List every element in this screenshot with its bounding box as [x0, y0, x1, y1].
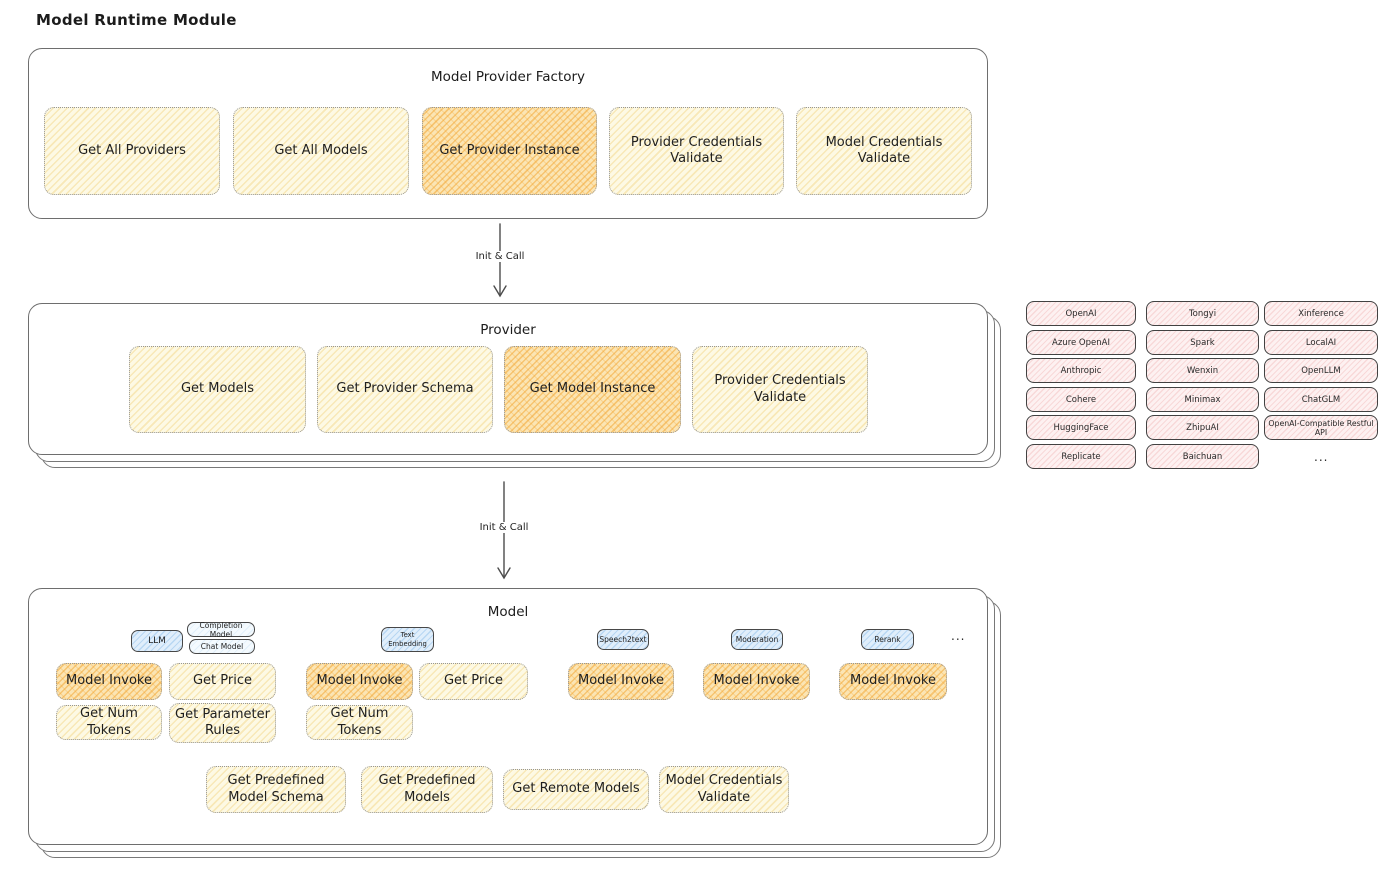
arrow-down-icon	[493, 223, 507, 298]
factory-title: Model Provider Factory	[430, 69, 586, 85]
tag-text-embedding: Text Embedding	[381, 627, 434, 652]
tag-llm: LLM	[131, 630, 183, 652]
provider-chip-anthropic: Anthropic	[1026, 358, 1136, 383]
provider-chip-tongyi: Tongyi	[1146, 301, 1259, 326]
provider-chip-wenxin: Wenxin	[1146, 358, 1259, 383]
provider-title: Provider	[480, 322, 536, 338]
provider-chip-xinference: Xinference	[1264, 301, 1378, 326]
provider-chip-azure-openai: Azure OpenAI	[1026, 330, 1136, 355]
factory-get-provider-instance: Get Provider Instance	[422, 107, 597, 195]
model-get-predefined-model-schema: Get Predefined Model Schema	[206, 766, 346, 813]
provider-chip-spark: Spark	[1146, 330, 1259, 355]
factory-get-all-models: Get All Models	[233, 107, 409, 195]
model-container: Model LLM Completion Model Chat Model Te…	[28, 588, 988, 845]
rerank-model-invoke: Model Invoke	[839, 663, 947, 700]
model-tags-more-ellipsis: ...	[951, 629, 966, 643]
provider-chip-zhipuai: ZhipuAI	[1146, 415, 1259, 440]
text-embedding-get-num-tokens: Get Num Tokens	[306, 705, 413, 740]
arrow-label-init-call-2: Init & Call	[475, 522, 533, 533]
tag-chat-model: Chat Model	[189, 639, 255, 654]
model-get-remote-models: Get Remote Models	[503, 769, 649, 810]
provider-provider-credentials-validate: Provider Credentials Validate	[692, 346, 868, 433]
provider-get-provider-schema: Get Provider Schema	[317, 346, 493, 433]
providers-more-ellipsis: ...	[1314, 450, 1329, 464]
tag-rerank: Rerank	[861, 629, 914, 650]
provider-chip-openai-compatible: OpenAI-Compatible Restful API	[1264, 415, 1378, 440]
factory-container: Model Provider Factory Get All Providers…	[28, 48, 988, 219]
provider-container: Provider Get Models Get Provider Schema …	[28, 303, 988, 455]
text-embedding-get-price: Get Price	[419, 663, 528, 700]
factory-model-credentials-validate: Model Credentials Validate	[796, 107, 972, 195]
provider-chip-replicate: Replicate	[1026, 444, 1136, 469]
provider-chip-openai: OpenAI	[1026, 301, 1136, 326]
llm-get-price: Get Price	[169, 663, 276, 700]
factory-provider-credentials-validate: Provider Credentials Validate	[609, 107, 784, 195]
provider-chip-localai: LocalAI	[1264, 330, 1378, 355]
arrow-label-init-call-1: Init & Call	[471, 251, 529, 262]
diagram-title: Model Runtime Module	[36, 11, 237, 29]
model-title: Model	[487, 604, 529, 620]
llm-model-invoke: Model Invoke	[56, 663, 162, 700]
tag-moderation: Moderation	[731, 629, 783, 650]
model-model-credentials-validate: Model Credentials Validate	[659, 766, 789, 813]
text-embedding-model-invoke: Model Invoke	[306, 663, 413, 700]
llm-get-parameter-rules: Get Parameter Rules	[169, 703, 276, 743]
provider-chip-openllm: OpenLLM	[1264, 358, 1378, 383]
llm-get-num-tokens: Get Num Tokens	[56, 705, 162, 740]
provider-get-model-instance: Get Model Instance	[504, 346, 681, 433]
tag-speech2text: Speech2text	[597, 629, 649, 650]
provider-get-models: Get Models	[129, 346, 306, 433]
provider-chip-chatglm: ChatGLM	[1264, 387, 1378, 412]
provider-chip-minimax: Minimax	[1146, 387, 1259, 412]
model-get-predefined-models: Get Predefined Models	[361, 766, 493, 813]
factory-get-all-providers: Get All Providers	[44, 107, 220, 195]
provider-chip-cohere: Cohere	[1026, 387, 1136, 412]
provider-chip-huggingface: HuggingFace	[1026, 415, 1136, 440]
provider-chip-baichuan: Baichuan	[1146, 444, 1259, 469]
speech2text-model-invoke: Model Invoke	[568, 663, 674, 700]
tag-completion-model: Completion Model	[187, 621, 255, 639]
moderation-model-invoke: Model Invoke	[703, 663, 810, 700]
